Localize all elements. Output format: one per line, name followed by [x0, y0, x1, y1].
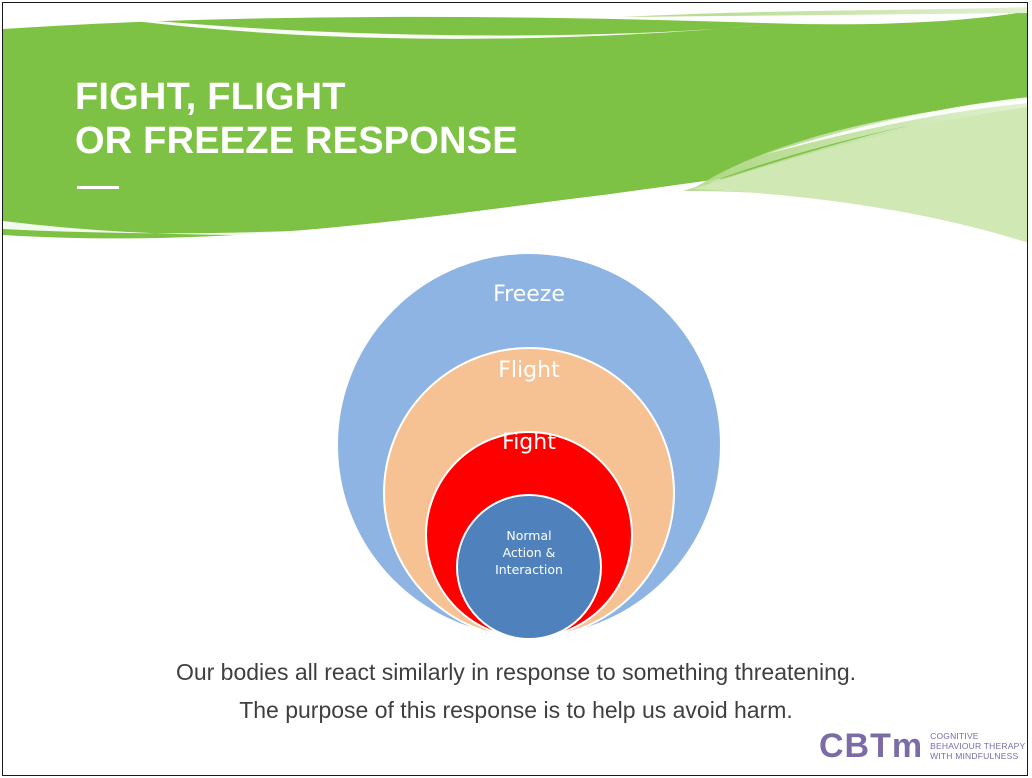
banner-streak-right [763, 97, 1027, 155]
banner-streak-bottom [3, 209, 563, 235]
logo-mark-letters: CBT [819, 727, 892, 765]
banner-wave-light-lower [693, 107, 1027, 243]
ring-label-fight: Fight [502, 430, 556, 455]
title-underline [77, 186, 119, 189]
ring-label-freeze: Freeze [493, 282, 565, 307]
ring-label-flight: Flight [498, 358, 560, 383]
body-line-2: The purpose of this response is to help … [239, 697, 793, 723]
ring-label-normal-line1: Normal [506, 528, 551, 543]
logo-mark: CBTm [819, 728, 922, 764]
cbtm-logo: CBTm COGNITIVE BEHAVIOUR THERAPY WITH MI… [819, 726, 1027, 766]
logo-tagline-line1: COGNITIVE BEHAVIOUR THERAPY [930, 731, 1026, 751]
body-line-1: Our bodies all react similarly in respon… [175, 659, 857, 685]
slide-title-line2: OR FREEZE RESPONSE [75, 120, 518, 162]
slide-title-line1: FIGHT, FLIGHT [75, 76, 346, 118]
logo-tagline-line2: WITH MINDFULNESS [930, 751, 1019, 761]
ring-label-normal-line2: Action & [503, 545, 556, 560]
logo-mark-suffix: m [891, 727, 923, 765]
slide-title: FIGHT, FLIGHT OR FREEZE RESPONSE [75, 75, 518, 163]
banner-wave-main [3, 11, 1027, 239]
ring-label-normal-line3: Interaction [495, 562, 563, 577]
title-banner [3, 7, 1027, 243]
logo-tagline: COGNITIVE BEHAVIOUR THERAPY WITH MINDFUL… [930, 731, 1027, 761]
banner-streak-top [63, 11, 763, 39]
body-text: Our bodies all react similarly in respon… [3, 653, 1027, 729]
nested-circles-diagram: Freeze Flight Fight Normal Action & Inte… [336, 252, 722, 640]
ring-normal [456, 494, 602, 640]
